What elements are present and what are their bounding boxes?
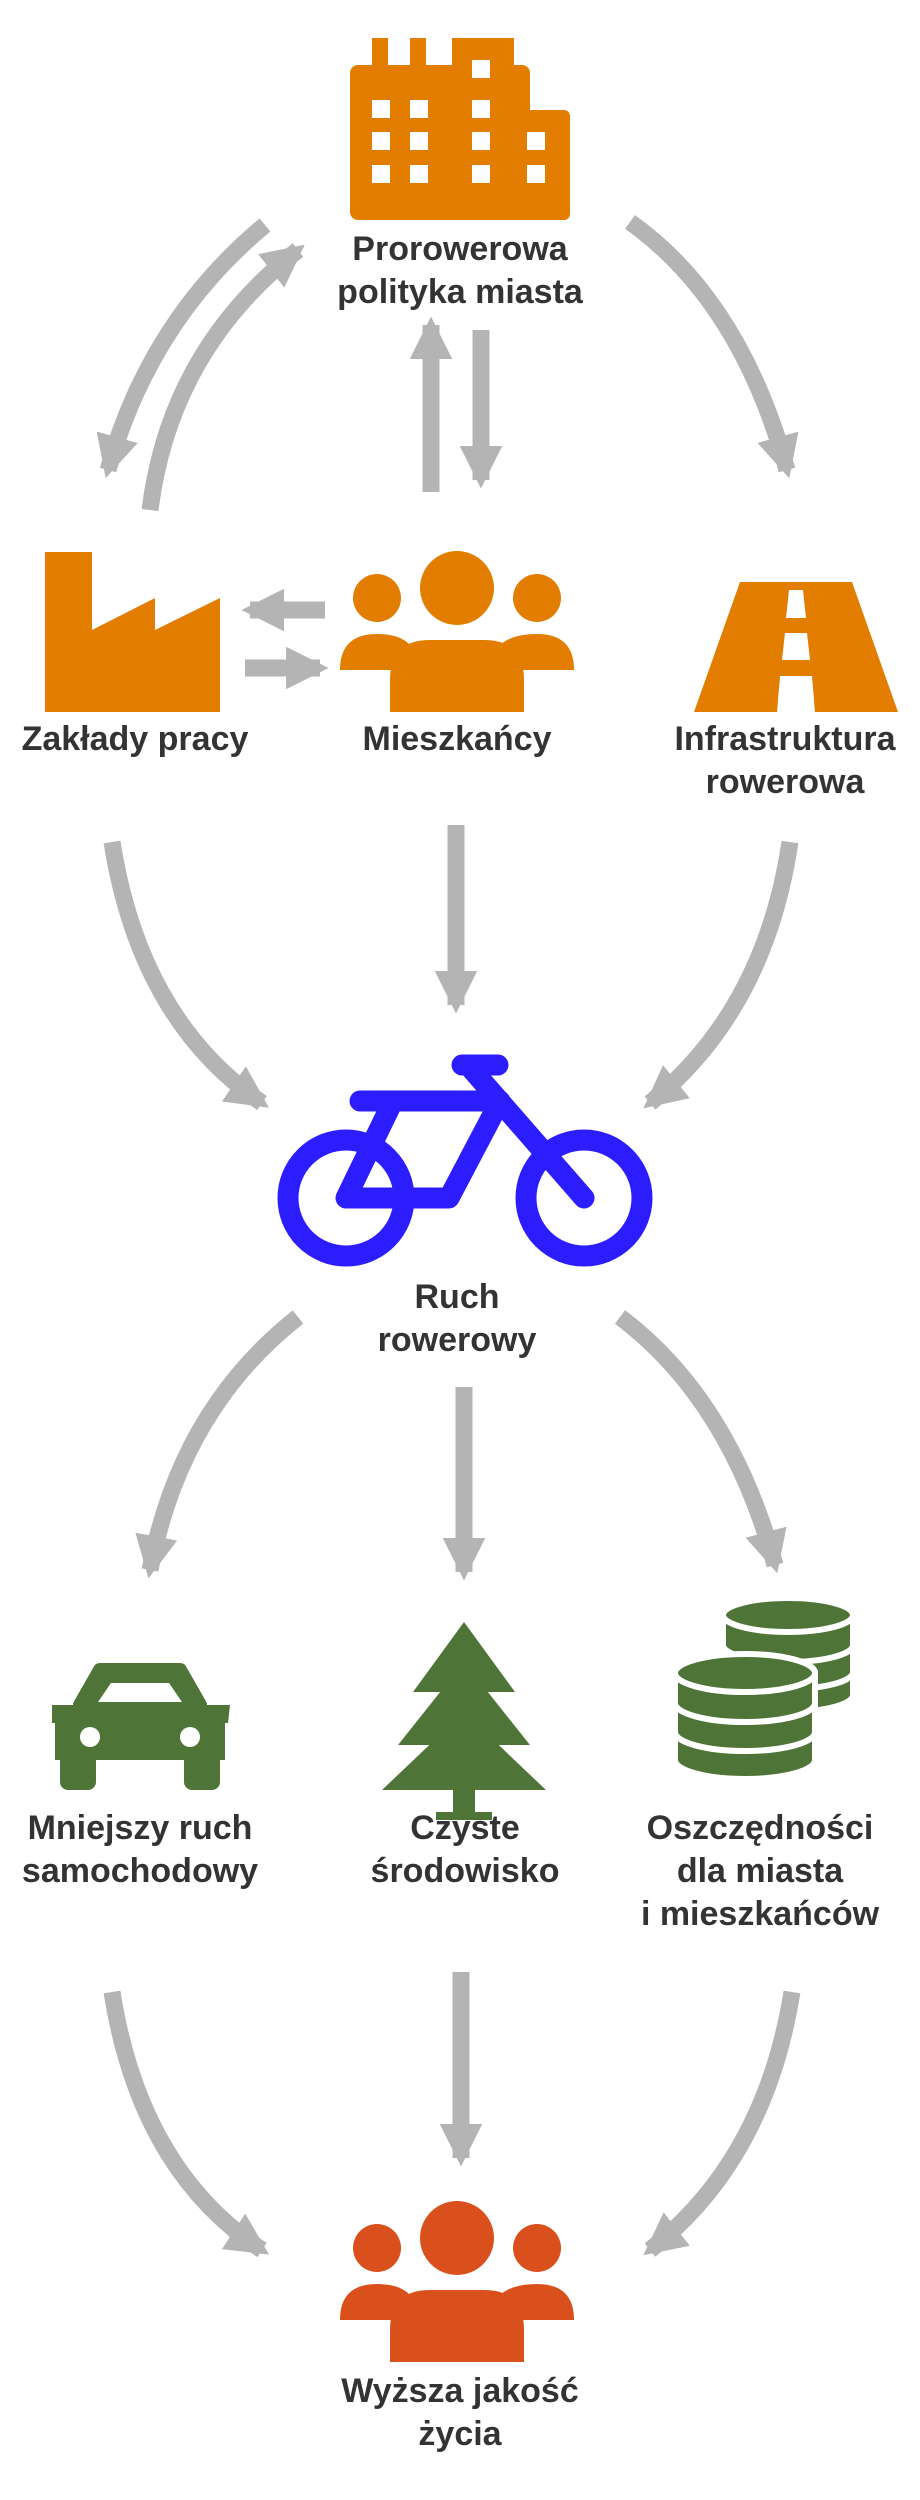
workplaces-label: Zakłady pracy	[0, 718, 270, 761]
label-line: Wyższa jakość	[341, 2372, 579, 2410]
clean-environment-label: Czyste środowisko	[340, 1807, 590, 1893]
arrow-workplaces-to-policy	[141, 243, 305, 512]
arrow-policy-to-infrastructure	[625, 215, 799, 479]
factory-icon	[45, 552, 220, 712]
arrow-workplaces-to-bike	[103, 840, 270, 1111]
city-policy-label: Prorowerowa polityka miasta	[310, 228, 610, 314]
less-car-traffic-label: Mniejszy ruch samochodowy	[0, 1807, 280, 1893]
road-icon	[694, 582, 898, 712]
label-line: dla miasta	[676, 1852, 844, 1890]
infrastructure-label: Infrastruktura rowerowa	[650, 718, 920, 804]
label-line: Oszczędności	[646, 1809, 874, 1847]
savings-label: Oszczędności dla miasta i mieszkańców	[620, 1807, 900, 1936]
quality-of-life-label: Wyższa jakość życia	[310, 2370, 610, 2456]
bike-traffic-label: Ruch rowerowy	[330, 1276, 584, 1362]
label-line: i mieszkańców	[640, 1895, 880, 1933]
arrow-savings-to-life	[643, 1990, 801, 2257]
arrow-bike-to-cars	[135, 1310, 304, 1579]
coins-icon	[672, 1595, 856, 1782]
residents-label: Mieszkańcy	[330, 718, 584, 761]
arrow-bike-to-savings	[614, 1310, 787, 1574]
label-line: Prorowerowa	[352, 230, 568, 268]
label-line: samochodowy	[21, 1852, 259, 1890]
label-line: Czyste	[410, 1809, 520, 1847]
label-line: środowisko	[370, 1852, 560, 1890]
label-line: rowerowy	[377, 1321, 537, 1359]
car-icon	[52, 1663, 230, 1790]
label-line: polityka miasta	[337, 273, 583, 311]
people-group-icon	[340, 551, 574, 712]
arrow-infrastructure-to-bike	[643, 840, 799, 1110]
label-line: Mieszkańcy	[362, 720, 552, 758]
bicycle-icon	[277, 1054, 653, 1267]
arrows	[96, 215, 801, 2258]
tree-icon	[382, 1622, 546, 1820]
label-line: Mniejszy ruch	[27, 1809, 253, 1847]
label-line: Ruch	[414, 1278, 500, 1316]
arrow-policy-to-workplaces	[96, 218, 271, 479]
people-group-icon	[340, 2201, 574, 2362]
city-buildings-icon	[350, 38, 570, 220]
arrow-cars-to-life	[103, 1990, 270, 2258]
label-line: życia	[418, 2415, 502, 2453]
label-line: Infrastruktura	[674, 720, 896, 758]
label-line: rowerowa	[705, 763, 865, 801]
label-line: Zakłady pracy	[21, 720, 249, 758]
